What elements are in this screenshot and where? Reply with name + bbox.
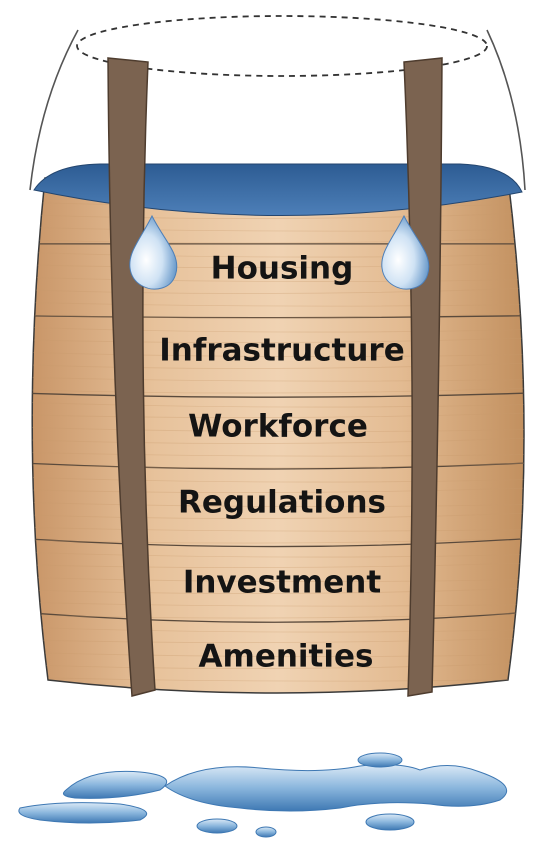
wood-grain [32,527,525,532]
wood-grain [32,587,525,594]
wood-grain [32,577,525,582]
wood-grain [32,477,525,483]
water-drop-icon [381,214,430,290]
plank-seam [32,391,525,398]
wood-grain [32,652,525,657]
wood-grain [32,362,525,369]
plank-seam [32,609,525,623]
wood-grain [32,337,525,343]
wood-grain [32,212,525,219]
water-surface [33,163,523,216]
stave-label-investment: Investment [183,565,382,601]
water-drop-icon [129,214,178,290]
wood-grain [32,502,525,507]
water-puddle [18,752,508,838]
plank-seam [32,536,525,548]
wood-grain [32,237,525,244]
wood-grain [32,537,525,544]
wood-grain [32,462,525,469]
wood-grain [32,602,525,607]
wood-grain [32,277,525,282]
plank-seam [32,461,525,470]
wood-grain [32,637,525,643]
wood-grain [32,352,525,357]
wood-grain [32,302,525,307]
wood-grain [32,377,525,382]
wood-grain [32,612,525,619]
wood-grain [32,627,525,633]
stave-label-workforce: Workforce [188,409,368,445]
wood-grain [32,552,525,558]
wood-grain [32,262,525,268]
barrel-upper-outline [29,29,526,191]
wood-grain [32,402,525,408]
stave-label-housing: Housing [211,251,354,287]
wood-grain [32,287,525,294]
wood-grain [32,437,525,444]
wood-grain [32,412,525,418]
wood-grain [32,387,525,394]
wood-grain [32,327,525,333]
wood-grain [32,227,525,232]
wood-grain [32,312,525,319]
wood-grain [32,512,525,519]
wood-grain [32,427,525,432]
plank-seam [32,314,525,319]
wood-grain [32,487,525,493]
stave-label-amenities: Amenities [199,639,374,675]
stave-labels: Housing Infrastructure Workforce Regulat… [159,251,405,675]
wood-grain [32,562,525,568]
wood-grain [32,452,525,457]
stave-label-regulations: Regulations [178,485,386,521]
wood-grain [32,662,525,669]
wood-grain [32,252,525,258]
barrel-rim-ellipse [76,15,488,77]
wood-grain [32,677,525,682]
stave-label-infrastructure: Infrastructure [159,333,405,369]
